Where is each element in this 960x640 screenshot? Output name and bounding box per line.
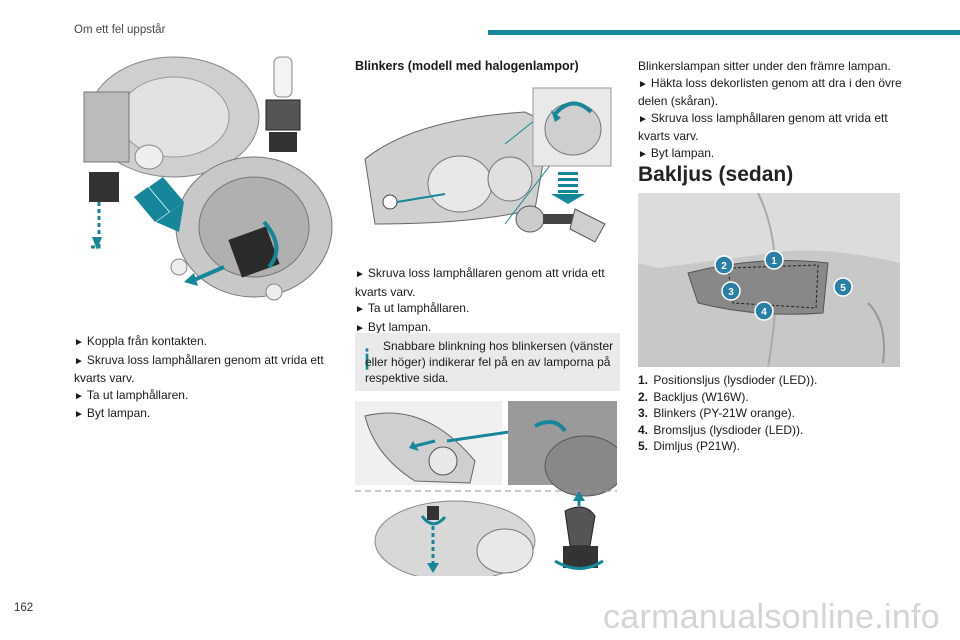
list-item: 3. Blinkers (PY-21W orange).: [638, 405, 906, 422]
list-item: 1. Positionsljus (lysdioder (LED)).: [638, 372, 906, 389]
note-text: Snabbare blinkning hos blinkersen (vänst…: [365, 339, 614, 385]
legend-num: 3.: [638, 406, 649, 420]
legend-list: 1. Positionsljus (lysdioder (LED)). 2. B…: [638, 372, 906, 455]
legend-text: Dimljus (P21W).: [653, 439, 741, 453]
info-icon: [365, 348, 369, 370]
header-accent-bar: [488, 30, 960, 35]
arrow-icon: ►: [355, 322, 365, 334]
callout-3: 3: [728, 287, 734, 298]
legend-num: 1.: [638, 373, 649, 387]
arrow-icon: ►: [74, 390, 84, 402]
legend-num: 2.: [638, 389, 649, 404]
step-text: Ta ut lamphållaren.: [367, 301, 470, 315]
callout-5: 5: [840, 283, 846, 294]
arrow-icon: ►: [355, 304, 365, 315]
page-number: 162: [14, 602, 34, 614]
col3-intro: Blinkerslampan sitter under den främre l…: [638, 58, 906, 163]
intro-text: Blinkerslampan sitter under den främre l…: [638, 59, 891, 73]
arrow-icon: ►: [74, 409, 84, 420]
arrow-icon: ►: [638, 113, 648, 125]
section-heading: Bakljus (sedan): [638, 163, 794, 186]
section-title: Om ett fel uppstår: [74, 24, 166, 36]
step-text: Byt lampan.: [650, 145, 715, 160]
arrow-icon: ►: [638, 78, 648, 90]
list-item: 2. Backljus (W16W).: [638, 389, 906, 406]
arrow-icon: ►: [355, 269, 365, 280]
step-text: Koppla från kontakten.: [86, 334, 207, 348]
legend-num: 4.: [638, 422, 649, 437]
legend-text: Bromsljus (lysdioder (LED)).: [653, 422, 804, 437]
step-text: Skruva loss lamphållaren genom att vrida…: [355, 266, 605, 299]
list-item: 4. Bromsljus (lysdioder (LED)).: [638, 422, 906, 439]
side-indicator-illustration: [355, 401, 617, 576]
headlamp-indicator-illustration: [355, 84, 617, 246]
callout-4: 4: [761, 307, 767, 318]
step-text: Skruva loss lamphållaren genom att vrida…: [74, 352, 324, 386]
list-item: 5. Dimljus (P21W).: [638, 438, 906, 455]
legend-text: Backljus (W16W).: [653, 389, 749, 404]
legend-text: Blinkers (PY-21W orange).: [653, 406, 795, 420]
arrow-icon: ►: [74, 337, 84, 348]
callout-1: 1: [771, 256, 777, 267]
legend-num: 5.: [638, 439, 649, 453]
col1-steps: ►Koppla från kontakten. ►Skruva loss lam…: [74, 333, 346, 424]
section-heading: Blinkers (modell med halogenlampor): [355, 59, 579, 73]
watermark: carmanualsonline.info: [602, 598, 940, 636]
rear-lamp-illustration: 1 2 3 4 5: [638, 193, 900, 367]
step-text: Byt lampan.: [86, 406, 151, 420]
step-text: Ta ut lamphållaren.: [86, 387, 189, 402]
step-text: Byt lampan.: [367, 319, 432, 334]
callout-2: 2: [721, 261, 727, 272]
arrow-icon: ►: [638, 148, 648, 160]
legend-text: Positionsljus (lysdioder (LED)).: [653, 373, 818, 387]
col2-steps: ►Skruva loss lamphållaren genom att vrid…: [355, 265, 620, 337]
step-text: Skruva loss lamphållaren genom att vrida…: [638, 110, 888, 144]
fog-lamp-illustration: [74, 52, 344, 314]
step-text: Häkta loss dekorlisten genom att dra i d…: [638, 75, 902, 109]
arrow-icon: ►: [74, 355, 84, 367]
info-note: Snabbare blinkning hos blinkersen (vänst…: [355, 333, 620, 391]
